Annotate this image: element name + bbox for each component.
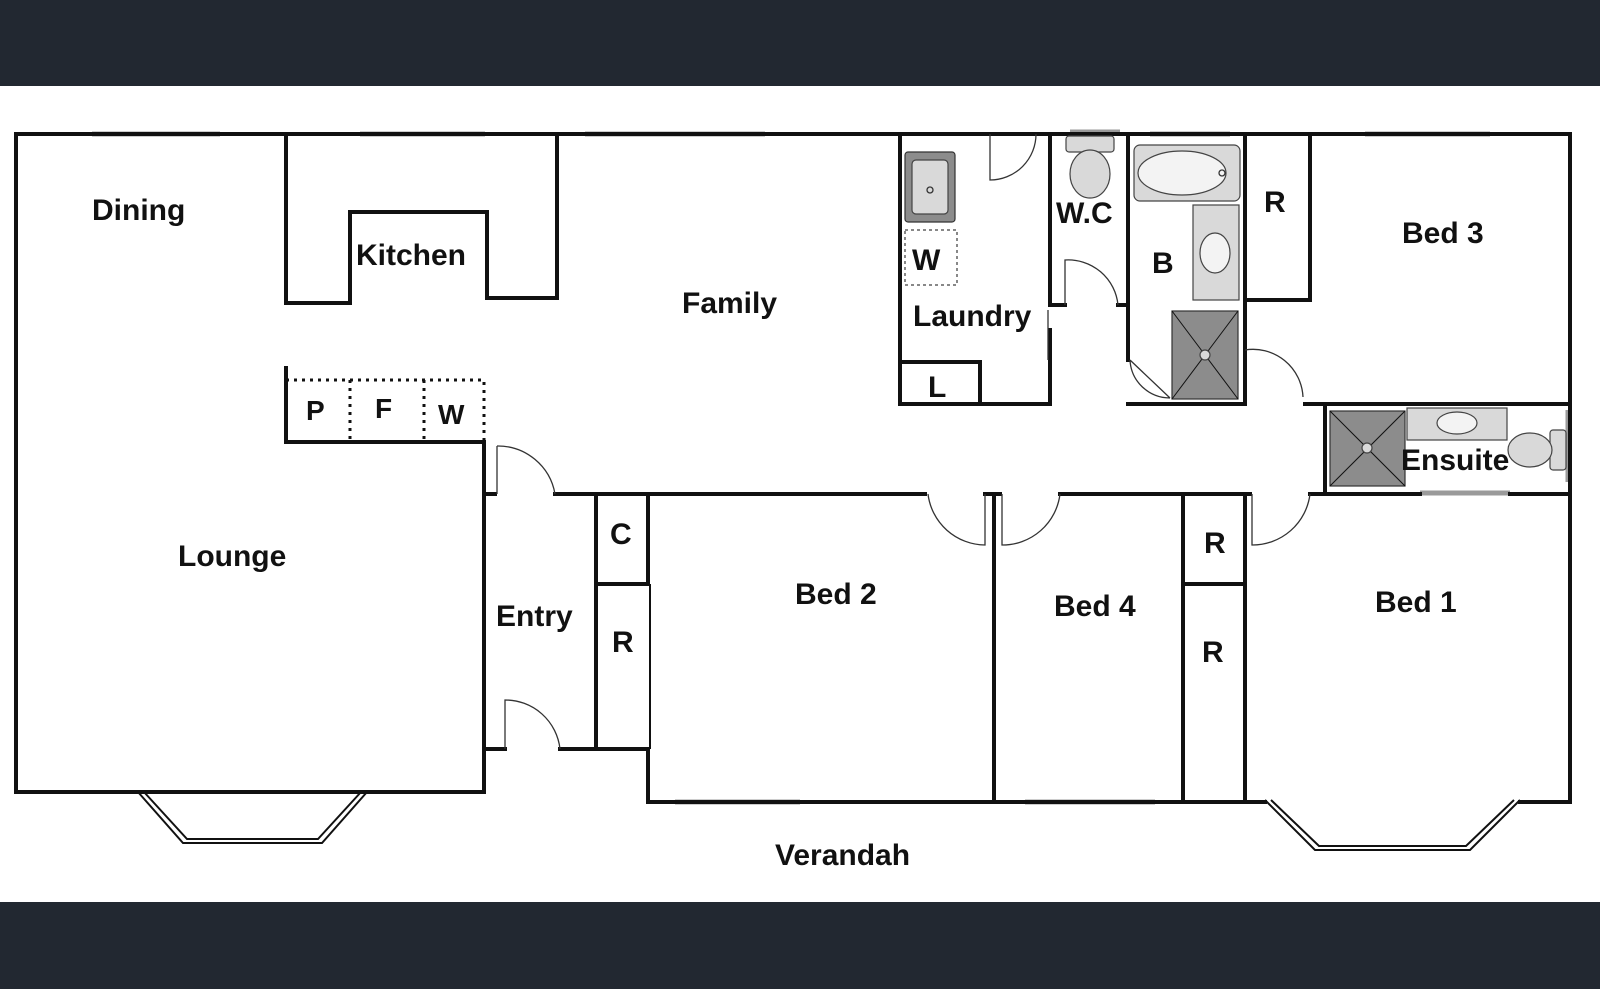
label-verandah: Verandah — [775, 839, 910, 872]
walls — [14, 132, 1572, 804]
label-laundry-l: L — [928, 371, 946, 404]
label-wc: W.C — [1056, 197, 1113, 230]
bottom-letterbox-band — [0, 902, 1600, 989]
label-dining: Dining — [92, 194, 185, 227]
doors — [496, 133, 1311, 750]
label-robe-lower: R — [1202, 636, 1224, 669]
label-robe-upper: R — [1204, 527, 1226, 560]
washer-space — [904, 229, 958, 286]
label-ensuite: Ensuite — [1401, 444, 1509, 477]
label-bed3-robe: R — [1264, 186, 1286, 219]
label-laundry-w: W — [912, 244, 941, 277]
label-closet-c: C — [610, 518, 632, 551]
top-letterbox-band — [0, 0, 1600, 86]
label-kitchen-w: W — [438, 399, 465, 430]
toilet-wc — [1065, 135, 1115, 199]
ensuite-shower — [1329, 410, 1406, 487]
ensuite-toilet — [1507, 429, 1567, 471]
laundry-tub — [904, 151, 956, 223]
ensuite-vanity — [1406, 407, 1508, 441]
label-bath: B — [1152, 247, 1174, 280]
label-lounge: Lounge — [178, 540, 286, 573]
label-entry-robe: R — [612, 626, 634, 659]
label-laundry: Laundry — [913, 300, 1032, 333]
bathroom-vanity — [1192, 204, 1240, 301]
lounge-bay-window — [137, 791, 368, 844]
label-bed4: Bed 4 — [1054, 590, 1136, 623]
room-labels: Dining Kitchen Family Laundry W L W.C B … — [92, 186, 1509, 872]
label-bed1: Bed 1 — [1375, 586, 1457, 619]
bathtub — [1133, 144, 1241, 202]
label-pantry: P — [306, 395, 325, 426]
label-kitchen: Kitchen — [356, 239, 466, 272]
label-family: Family — [682, 287, 777, 320]
label-entry: Entry — [496, 600, 573, 633]
bed1-bay-window — [1264, 799, 1521, 851]
label-bed3: Bed 3 — [1402, 217, 1484, 250]
label-fridge: F — [375, 393, 392, 424]
label-bed2: Bed 2 — [795, 578, 877, 611]
bathroom-shower — [1171, 310, 1239, 400]
